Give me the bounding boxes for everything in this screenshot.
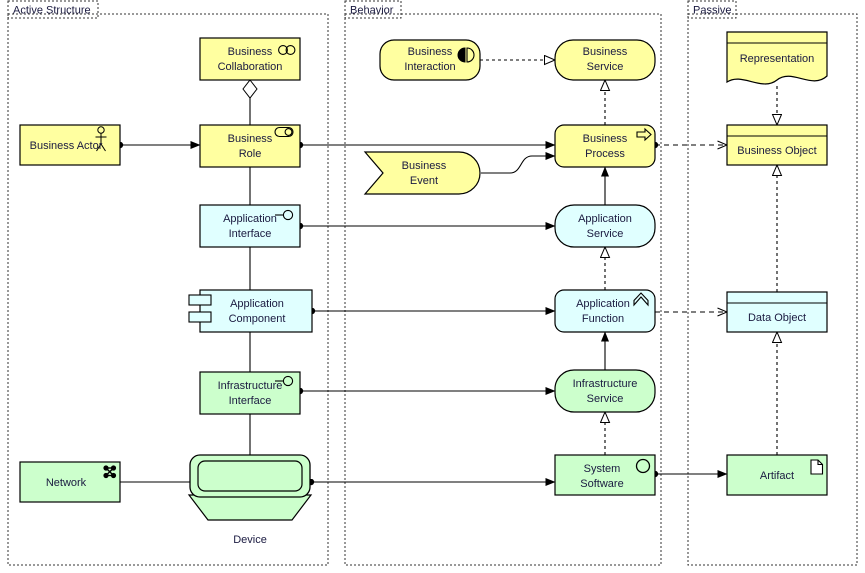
node-business-interaction[interactable]: Business Interaction bbox=[379, 39, 481, 81]
node-label-infrastructure-service-2: Service bbox=[587, 393, 624, 405]
node-application-service[interactable]: Application Service bbox=[554, 204, 656, 248]
node-label-business-service-1: Business bbox=[583, 46, 628, 58]
node-label-infrastructure-interface-2: Interface bbox=[229, 395, 272, 407]
region-label-passive: Passive bbox=[693, 4, 732, 16]
node-artifact[interactable]: Artifact bbox=[726, 454, 828, 496]
node-label-system-software-1: System bbox=[584, 463, 621, 475]
node-label-application-service-1: Application bbox=[578, 213, 632, 225]
node-label-business-actor: Business Actor bbox=[30, 140, 103, 152]
node-business-event[interactable]: Business Event bbox=[363, 151, 481, 195]
interface-icon bbox=[275, 375, 294, 387]
node-device[interactable]: Device bbox=[187, 454, 313, 546]
role-icon bbox=[274, 126, 294, 138]
region-active-structure: Active Structure bbox=[7, 0, 329, 566]
node-label-network: Network bbox=[46, 477, 87, 489]
node-label-application-function-2: Function bbox=[582, 313, 624, 325]
node-label-application-function-1: Application bbox=[576, 298, 630, 310]
interaction-icon bbox=[457, 47, 475, 63]
process-arrow-icon bbox=[636, 127, 652, 142]
node-application-function[interactable]: Application Function bbox=[554, 289, 656, 333]
node-infrastructure-service[interactable]: Infrastructure Service bbox=[554, 369, 656, 413]
node-label-representation: Representation bbox=[740, 53, 815, 65]
node-label-application-component-2: Component bbox=[229, 313, 286, 325]
node-label-application-service-2: Service bbox=[587, 228, 624, 240]
region-label-active-structure: Active Structure bbox=[13, 4, 91, 16]
node-system-software[interactable]: System Software bbox=[554, 454, 656, 496]
connection-collaboration-to-role bbox=[242, 79, 258, 125]
node-label-application-interface-1: Application bbox=[223, 213, 277, 225]
node-label-business-event-1: Business bbox=[402, 160, 447, 172]
function-icon bbox=[633, 292, 649, 307]
node-label-business-collaboration-1: Business bbox=[228, 46, 273, 58]
node-label-business-interaction-2: Interaction bbox=[404, 61, 455, 73]
node-label-business-role-1: Business bbox=[228, 133, 273, 145]
network-icon bbox=[103, 465, 117, 479]
node-data-object[interactable]: Data Object bbox=[726, 291, 828, 333]
node-label-business-service-2: Service bbox=[587, 61, 624, 73]
node-label-infrastructure-service-1: Infrastructure bbox=[573, 378, 638, 390]
node-label-business-event-2: Event bbox=[410, 175, 438, 187]
artifact-icon bbox=[810, 459, 824, 475]
region-behavior: Behavior bbox=[344, 0, 662, 566]
node-application-interface[interactable]: Application Interface bbox=[199, 204, 301, 248]
node-label-business-role-2: Role bbox=[239, 148, 262, 160]
node-infrastructure-interface[interactable]: Infrastructure Interface bbox=[199, 371, 301, 415]
node-business-actor[interactable]: Business Actor bbox=[19, 124, 121, 166]
connections-layer bbox=[116, 60, 777, 486]
node-business-service[interactable]: Business Service bbox=[554, 39, 656, 81]
node-business-collaboration[interactable]: Business Collaboration bbox=[199, 37, 301, 81]
collaboration-icon bbox=[278, 45, 296, 55]
interface-icon bbox=[275, 209, 294, 221]
node-label-application-component-1: Application bbox=[230, 298, 284, 310]
node-representation[interactable]: Representation bbox=[726, 31, 828, 85]
node-label-artifact: Artifact bbox=[760, 470, 794, 482]
node-label-business-process-2: Process bbox=[585, 148, 625, 160]
node-label-infrastructure-interface-1: Infrastructure bbox=[218, 380, 283, 392]
region-passive: Passive bbox=[687, 0, 858, 566]
node-label-data-object: Data Object bbox=[748, 312, 806, 324]
system-software-icon bbox=[635, 458, 651, 474]
connection-event-to-process bbox=[481, 152, 556, 174]
node-label-business-object: Business Object bbox=[737, 145, 816, 157]
node-business-object[interactable]: Business Object bbox=[726, 124, 828, 166]
node-application-component[interactable]: Application Component bbox=[188, 289, 313, 333]
node-label-business-collaboration-2: Collaboration bbox=[218, 61, 283, 73]
node-label-business-interaction-1: Business bbox=[408, 46, 453, 58]
node-network[interactable]: Network bbox=[19, 461, 121, 503]
node-label-business-process-1: Business bbox=[583, 133, 628, 145]
node-business-process[interactable]: Business Process bbox=[554, 124, 656, 168]
region-label-behavior: Behavior bbox=[350, 4, 394, 16]
node-label-application-interface-2: Interface bbox=[229, 228, 272, 240]
component-icon bbox=[188, 294, 212, 323]
actor-icon bbox=[95, 126, 107, 152]
node-business-role[interactable]: Business Role bbox=[199, 124, 301, 168]
node-label-device: Device bbox=[233, 534, 267, 546]
node-label-system-software-2: Software bbox=[580, 478, 623, 490]
